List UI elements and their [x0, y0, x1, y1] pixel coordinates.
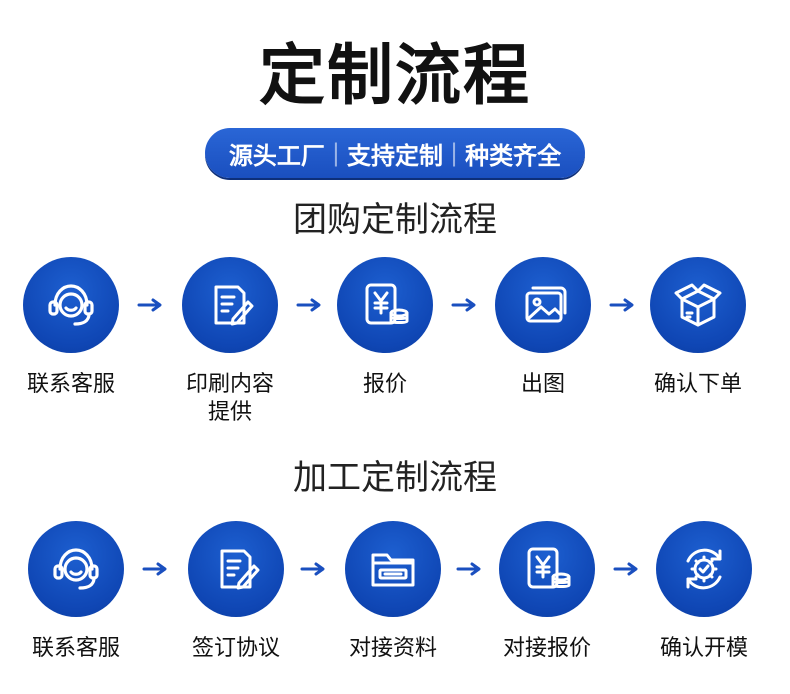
arrow-right-icon	[137, 298, 162, 312]
step-label: 联系客服	[31, 636, 120, 661]
image-gallery-icon	[525, 286, 567, 323]
page-title: 定制流程	[259, 37, 531, 114]
step-contact-service: 联系客服	[0, 521, 156, 663]
step-circle	[23, 257, 119, 353]
step-confirm-order: 确认下单	[618, 257, 778, 399]
arrow-right-icon	[296, 298, 321, 312]
step-confirm-mold: 确认开模	[624, 521, 784, 663]
step-render-image: 出图	[463, 257, 623, 399]
step-circle	[650, 257, 746, 353]
banner-item-variety: 种类齐全	[465, 141, 562, 170]
step-circle	[499, 521, 595, 617]
step-provide-content: 印刷内容 提供	[150, 257, 310, 427]
step-label-line1: 印刷内容	[185, 372, 274, 397]
step-label: 报价	[362, 372, 407, 397]
arrow-right-icon	[142, 562, 167, 576]
step-contact-service: 联系客服	[0, 257, 151, 399]
section-title-group-buy: 团购定制流程	[293, 200, 497, 240]
banner-item-custom: 支持定制	[347, 141, 443, 170]
banner-separator: |	[331, 139, 340, 167]
step-exchange-materials: 对接资料	[313, 521, 473, 663]
arrow-right-icon	[300, 562, 325, 576]
step-label: 确认开模	[659, 636, 748, 661]
arrow-right-icon	[456, 562, 481, 576]
step-label: 出图	[520, 372, 565, 397]
banner-separator: |	[450, 139, 459, 167]
step-quote-discussion: 对接报价	[467, 521, 627, 663]
step-label: 确认下单	[653, 372, 742, 397]
document-edit-icon	[214, 285, 254, 326]
step-label: 对接报价	[502, 636, 591, 661]
step-label: 印刷内容 提供	[150, 371, 310, 427]
step-circle	[656, 521, 752, 617]
step-quote: 报价	[305, 257, 465, 399]
step-circle	[495, 257, 591, 353]
step-circle	[28, 521, 124, 617]
step-label: 签订协议	[191, 636, 280, 661]
step-circle	[182, 257, 278, 353]
step-circle	[188, 521, 284, 617]
step-label: 联系客服	[26, 372, 115, 397]
headset-icon	[48, 284, 94, 326]
package-box-icon	[674, 283, 722, 327]
price-yen-icon	[527, 547, 571, 589]
step-circle	[337, 257, 433, 353]
headset-icon	[53, 548, 99, 590]
folder-icon	[371, 553, 415, 587]
section-title-processing: 加工定制流程	[293, 458, 497, 498]
step-label-line2: 提供	[207, 400, 252, 425]
gear-check-icon	[686, 548, 722, 590]
arrow-right-icon	[613, 562, 638, 576]
arrow-right-icon	[451, 298, 476, 312]
banner-item-factory: 源头工厂	[228, 141, 325, 170]
feature-banner: 源头工厂 | 支持定制 | 种类齐全	[205, 128, 585, 178]
step-sign-agreement: 签订协议	[156, 521, 316, 663]
step-circle	[345, 521, 441, 617]
step-label: 对接资料	[348, 636, 437, 661]
arrow-right-icon	[609, 298, 634, 312]
price-yen-icon	[365, 283, 409, 325]
document-edit-icon	[220, 549, 260, 590]
